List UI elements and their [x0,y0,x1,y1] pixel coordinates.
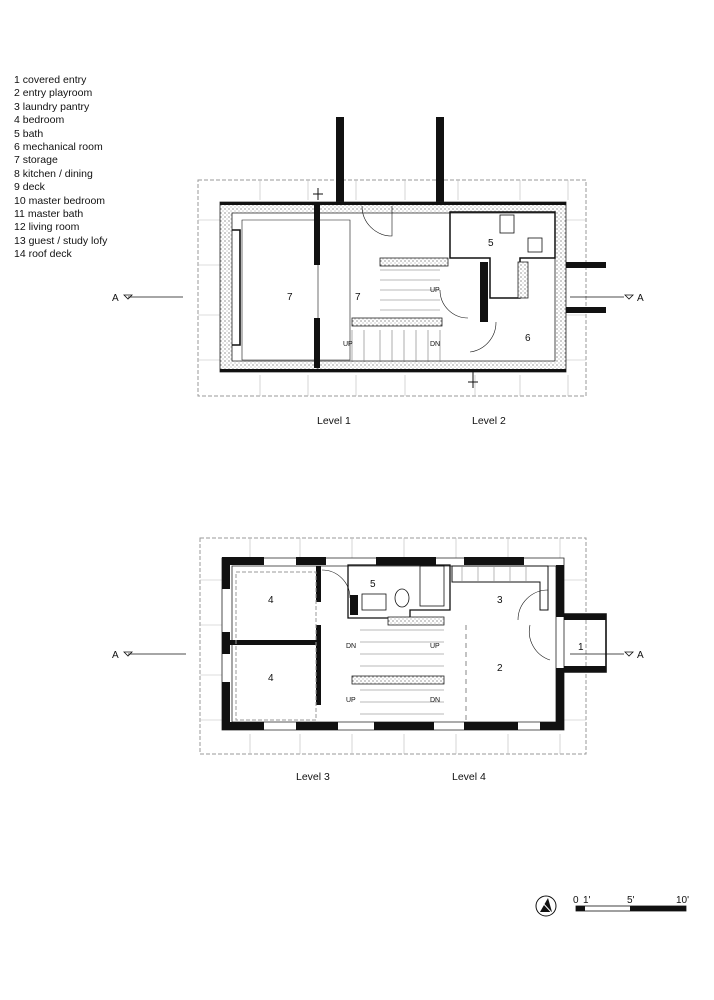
level-3-label: Level 3 [296,771,330,783]
legend-item: 14 roof deck [14,248,72,261]
legend-item: 9 deck [14,181,45,194]
level-2-label: Level 2 [472,415,506,427]
room-label-storage-b: 7 [355,292,361,303]
room-label-mechanical: 6 [525,333,531,344]
legend-item: 8 kitchen / dining [14,167,93,180]
roof-grid-lines [200,538,586,754]
scale-bar: 0 1' 5' 10' [573,895,689,912]
room-label-bath-bottom: 5 [370,579,376,590]
legend-item: 6 mechanical room [14,141,103,154]
north-arrow-icon [535,895,557,917]
scale-tick-5: 5' [627,895,635,906]
legend-item: 11 master bath [14,208,84,221]
legend-item: 2 entry playroom [14,87,93,100]
legend-item: 13 guest / study lofy [14,234,108,247]
plan-level-1-2 [123,117,634,397]
legend-item: 12 living room [14,221,80,234]
deck-grid-outline [197,179,587,397]
stair-label-dn: DN [430,341,440,348]
stair-label-up-right: UP [430,643,440,650]
deck-grid-lines [198,180,586,396]
roof-grid-outline [199,537,587,755]
legend-item: 4 bedroom [14,114,65,127]
stair-bottom [351,616,467,720]
section-mark-a-left-top: A [112,293,119,304]
partition-storage-top [314,205,320,265]
room-label-laundry: 3 [497,595,503,606]
room-label-bedroom-a: 4 [268,595,274,606]
room-label-playroom: 2 [497,663,503,674]
section-mark-a-right-bottom: A [637,650,644,661]
scale-tick-0: 0 [573,895,579,906]
bath-walls-lower [347,564,451,619]
legend-item: 3 laundry pantry [14,100,90,113]
room-label-bedroom-b: 4 [268,673,274,684]
level-4-label: Level 4 [452,771,486,783]
covered-entry-outline [564,613,607,673]
bridge-post-right [436,117,444,205]
room-label-storage-a: 7 [287,292,293,303]
section-mark-a-right-top: A [637,293,644,304]
room-label-entry: 1 [578,642,584,653]
section-mark-a-left-bottom: A [112,650,119,661]
plan-level-3-4 [123,537,634,755]
window-wall-segments [222,557,564,730]
stair-label-up-top: UP [430,287,440,294]
scale-tick-10: 10' [676,895,689,906]
stair-top [351,257,449,362]
legend-item: 5 bath [14,127,44,140]
partition-storage-bottom [314,318,320,368]
room-label-bath-top: 5 [488,238,494,249]
legend-item: 7 storage [14,154,58,167]
stair-label-up-left-lower: UP [346,697,356,704]
legend-item: 10 master bedroom [14,194,106,207]
stair-label-dn-left: DN [346,643,356,650]
legend-item: 1 covered entry [14,74,87,86]
bridge-post-left [336,117,344,205]
scale-tick-1: 1' [583,895,591,906]
stair-label-dn-right: DN [430,697,440,704]
stair-label-up-left: UP [343,341,353,348]
bath-walls [449,211,556,299]
level-1-label: Level 1 [317,415,351,427]
